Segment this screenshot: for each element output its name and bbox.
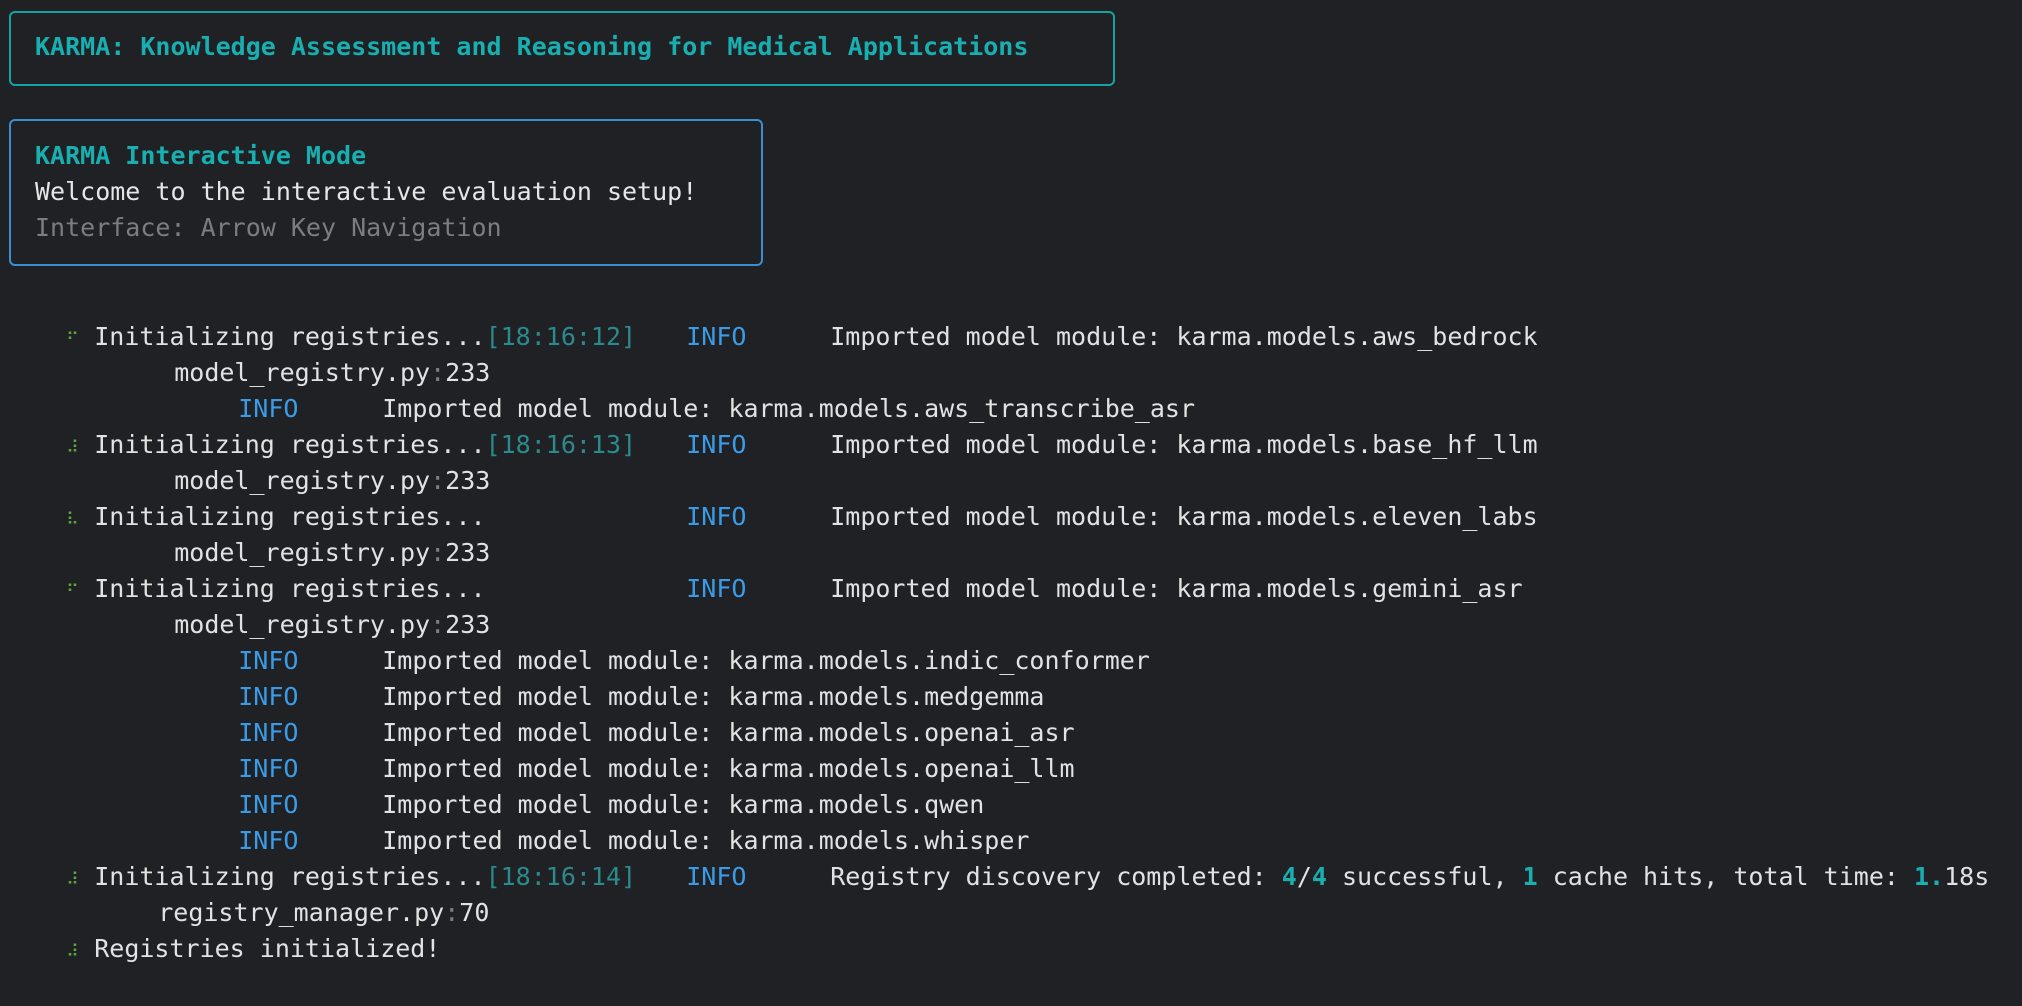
log-message-prefix: Imported model module: (830, 322, 1177, 351)
log-line: Imported model module: karma.models.medg… (382, 682, 1045, 711)
log-line: Initializing registries...[18:16:14] (94, 862, 637, 891)
cache-hits-count: 1 (1522, 862, 1538, 891)
log-line: INFO (238, 718, 299, 747)
log-module: karma.models.indic_conformer (728, 646, 1150, 675)
log-module: karma.models.gemini_asr (1176, 574, 1523, 603)
source-line: 233 (445, 358, 491, 387)
log-line: INFO (238, 682, 299, 711)
log-line: model_registry.py:233 (174, 538, 491, 567)
log-module: karma.models.base_hf_llm (1176, 430, 1538, 459)
log-line: Imported model module: karma.models.elev… (830, 502, 1538, 531)
log-line: Imported model module: karma.models.open… (382, 718, 1075, 747)
source-file: registry_manager.py (158, 898, 445, 927)
log-module: karma.models.aws_bedrock (1176, 322, 1538, 351)
log-module: karma.models.openai_llm (728, 754, 1075, 783)
spinner-icon: ⠋ (66, 330, 79, 350)
log-line: ⠼ (6, 391, 78, 458)
terminal-window[interactable]: KARMA: Knowledge Assessment and Reasonin… (0, 0, 2022, 963)
timestamp: [18:16:14] (485, 862, 637, 891)
spinner-icon: ⠼ (66, 870, 79, 890)
log-line: Initializing registries...[18:16:13] (94, 430, 637, 459)
log-line: registry_manager.py:70 (158, 898, 490, 927)
log-line: INFO (238, 754, 299, 783)
log-module: karma.models.qwen (728, 790, 985, 819)
spinner-icon: ⠼ (66, 438, 79, 458)
log-module: karma.models.openai_asr (728, 718, 1075, 747)
timestamp: [18:16:12] (485, 322, 637, 351)
log-line: Imported model module: karma.models.open… (382, 754, 1075, 783)
log-level: INFO (238, 394, 299, 423)
log-line: Imported model module: karma.models.qwen (382, 790, 985, 819)
spinner-icon: ⠧ (66, 510, 79, 530)
log-line: Imported model module: karma.models.aws_… (382, 394, 1195, 423)
total-time-frac: 18s (1944, 862, 1990, 891)
log-line: Imported model module: karma.models.indi… (382, 646, 1150, 675)
log-line: Imported model module: karma.models.base… (830, 430, 1538, 459)
log-module: karma.models.medgemma (728, 682, 1045, 711)
log-level: INFO (686, 322, 747, 351)
log-line: Initializing registries...[18:16:12] (34, 283, 636, 351)
timestamp: [18:16:13] (485, 430, 637, 459)
log-line: ⠋ (6, 535, 78, 602)
source-file: model_registry.py (174, 358, 431, 387)
status-text: Initializing registries... (94, 322, 486, 351)
log-line: Initializing registries... (94, 502, 486, 531)
log-line: INFO (686, 862, 747, 891)
log-module: karma.models.whisper (728, 826, 1030, 855)
welcome-text: Welcome to the interactive evaluation se… (35, 177, 698, 206)
mode-title: KARMA Interactive Mode (35, 141, 367, 170)
log-line: ⠋ (6, 283, 78, 350)
log-line: model_registry.py:233 (174, 466, 491, 495)
log-line: INFO (238, 790, 299, 819)
log-line: INFO (686, 430, 747, 459)
log-line: ⠧ (6, 463, 78, 530)
log-line: INFO (626, 283, 746, 351)
log-line: INFO (686, 574, 747, 603)
log-line: Imported model module: karma.models.aws_… (770, 283, 1537, 351)
source-line: 70 (459, 898, 490, 927)
completion-message: Registries initialized! (94, 934, 441, 963)
log-module: karma.models.eleven_labs (1176, 502, 1538, 531)
welcome-panel: KARMA Interactive Mode Welcome to the in… (9, 119, 763, 266)
discovery-summary: Registry discovery completed: 4/4 succes… (830, 862, 1990, 891)
app-title: KARMA: Knowledge Assessment and Reasonin… (35, 32, 1029, 61)
log-line: INFO (686, 502, 747, 531)
success-count: 4 (1281, 862, 1297, 891)
log-line: Imported model module: karma.models.gemi… (830, 574, 1523, 603)
app-title-banner: KARMA: Knowledge Assessment and Reasonin… (9, 11, 1115, 86)
total-count: 4 (1311, 862, 1327, 891)
log-line: model_registry.py:233 (174, 610, 491, 639)
log-line: ⠼ (6, 823, 78, 890)
log-line: model_registry.py:233 (174, 358, 491, 387)
interface-hint: Interface: Arrow Key Navigation (35, 213, 502, 242)
spinner-icon: ⠋ (66, 582, 79, 602)
log-line: Imported model module: karma.models.whis… (382, 826, 1030, 855)
log-line: INFO (238, 646, 299, 675)
log-module: karma.models.aws_transcribe_asr (728, 394, 1195, 423)
log-line: Registries initialized! (34, 895, 440, 963)
total-time-int: 1. (1913, 862, 1945, 891)
log-line: INFO (238, 826, 299, 855)
log-line: Initializing registries... (94, 574, 486, 603)
log-line: INFO (178, 355, 298, 423)
